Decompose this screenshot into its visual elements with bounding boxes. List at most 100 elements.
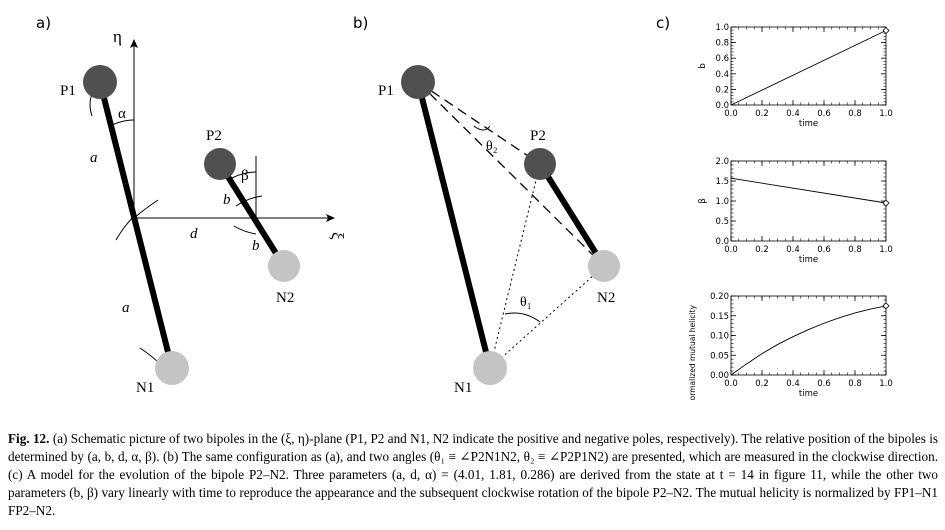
figure-caption: Fig. 12. (a) Schematic picture of two bi…	[8, 430, 938, 520]
x-tick-label: 0.6	[817, 245, 831, 255]
alpha-arc	[109, 119, 135, 127]
panel-b: b) P1 P2 N1 N2 θ₂ θ₁	[353, 14, 620, 396]
pole-n1	[155, 351, 189, 385]
y-tick-label: 0.2	[715, 85, 729, 95]
b-label-p2: P2	[530, 128, 546, 144]
x-tick-label: 0.0	[724, 109, 738, 119]
x-tick-label: 0.6	[817, 109, 831, 119]
b-label-p1: P1	[378, 83, 394, 99]
center-arc-upper	[133, 199, 159, 219]
b-bipole-2-rod	[537, 162, 607, 268]
b-label-theta2: θ₂	[486, 139, 498, 154]
label-p1: P1	[60, 83, 76, 99]
y-tick-label: 0.5	[715, 217, 729, 227]
x-axis-label: time	[799, 255, 818, 265]
y-tick-label: 0.0	[715, 101, 729, 111]
x-tick-label: 0.0	[724, 245, 738, 255]
plot-frame	[730, 160, 887, 242]
n1-n2-dotted	[489, 265, 605, 369]
mid2-arc-lower	[233, 225, 257, 235]
bipole-1-rod	[97, 81, 175, 369]
label-b-lower: b	[252, 238, 260, 254]
n1-p2-dotted	[489, 163, 541, 369]
series-line	[730, 305, 887, 376]
y-tick-label: 0.10	[710, 332, 729, 342]
panel-b-label: b)	[353, 14, 368, 32]
panel-a: a) η ξ P1 P2 N1 N2 α β a a	[36, 14, 347, 396]
x-axis-label: time	[799, 119, 818, 129]
y-tick-label: 1.5	[715, 177, 729, 187]
b-pole-p2	[524, 148, 556, 180]
x-tick-label: 0.8	[848, 109, 862, 119]
end-marker	[882, 26, 890, 35]
label-n1: N1	[136, 380, 154, 396]
y-tick-label: 0.0	[715, 237, 729, 247]
x-axis-label: time	[799, 389, 818, 399]
x-tick-label: 1.0	[879, 245, 893, 255]
label-a-upper: a	[90, 150, 98, 166]
p1-n2-dashed	[417, 81, 605, 267]
beta-arc	[231, 171, 257, 179]
label-beta: β	[241, 168, 249, 184]
pole-n2	[268, 250, 300, 282]
panel-c-label: c)	[656, 14, 670, 32]
mid2-arc-upper	[235, 195, 263, 207]
pole-p1	[83, 65, 117, 99]
label-b-upper: b	[223, 192, 231, 208]
b-label-theta1: θ₁	[520, 295, 532, 310]
y-axis-label: β	[698, 198, 708, 204]
bipole-2-rod	[217, 162, 287, 268]
b-pole-p1	[401, 65, 435, 99]
eta-label: η	[113, 27, 122, 46]
y-tick-label: 0.15	[710, 312, 729, 322]
panel-c: c) 0.0 0.2 0.4 0.6 0.8 1.0 0.0 0.2 0.4 0.6 0.8 1.0 t…	[656, 14, 893, 400]
p1-arc	[89, 93, 93, 117]
x-tick-label: 0.4	[786, 245, 800, 255]
x-tick-label: 0.4	[786, 379, 800, 389]
label-a-lower: a	[122, 300, 130, 316]
label-d: d	[190, 226, 198, 242]
caption-text: (a) Schematic picture of two bipoles in …	[8, 431, 939, 518]
b-label-n2: N2	[597, 290, 615, 306]
y-tick-label: 1.0	[715, 197, 729, 207]
end-marker	[882, 302, 890, 310]
caption-label: Fig. 12.	[8, 431, 50, 446]
x-tick-label: 1.0	[879, 109, 893, 119]
y-tick-label: 0.4	[715, 70, 729, 80]
x-tick-label: 0.2	[755, 245, 769, 255]
b-pole-n2	[588, 250, 620, 282]
plot-frame	[730, 295, 887, 376]
theta1-arc	[504, 312, 541, 323]
b-bipole-1-rod	[415, 81, 493, 369]
x-tick-label: 0.2	[755, 379, 769, 389]
y-tick-label: 0.05	[710, 351, 729, 361]
pole-p2	[204, 148, 236, 180]
label-n2: N2	[276, 290, 294, 306]
series-line	[730, 30, 887, 106]
y-tick-label: 0.8	[715, 39, 729, 49]
y-tick-label: 0.20	[710, 292, 729, 302]
x-tick-label: 0.8	[848, 245, 862, 255]
panel-a-label: a)	[36, 14, 51, 32]
xi-label: ξ	[328, 232, 347, 240]
chart-beta-vs-time: 0.0 0.2 0.4 0.6 0.8 1.0 0.0 0.5 1.0 1.5 2.0 time β	[698, 157, 893, 265]
x-tick-label: 0.8	[848, 379, 862, 389]
theta2-arc	[473, 125, 491, 131]
p1-p2-dashed	[417, 81, 541, 165]
b-pole-n1	[473, 351, 507, 385]
center-arc-lower	[115, 213, 137, 241]
x-tick-label: 0.4	[786, 109, 800, 119]
label-p2: P2	[206, 128, 222, 144]
x-tick-label: 1.0	[879, 379, 893, 389]
y-tick-label: 1.0	[715, 23, 729, 33]
y-axis-label: b	[698, 63, 708, 69]
b-label-n1: N1	[454, 380, 472, 396]
y-tick-label: 2.0	[715, 157, 729, 167]
y-axis-label: Normalized mutual helicity	[688, 305, 697, 400]
end-marker	[882, 199, 890, 207]
x-tick-label: 0.2	[755, 109, 769, 119]
figure-12: a) η ξ P1 P2 N1 N2 α β a a	[36, 14, 893, 400]
y-tick-label: 0.00	[710, 371, 729, 381]
